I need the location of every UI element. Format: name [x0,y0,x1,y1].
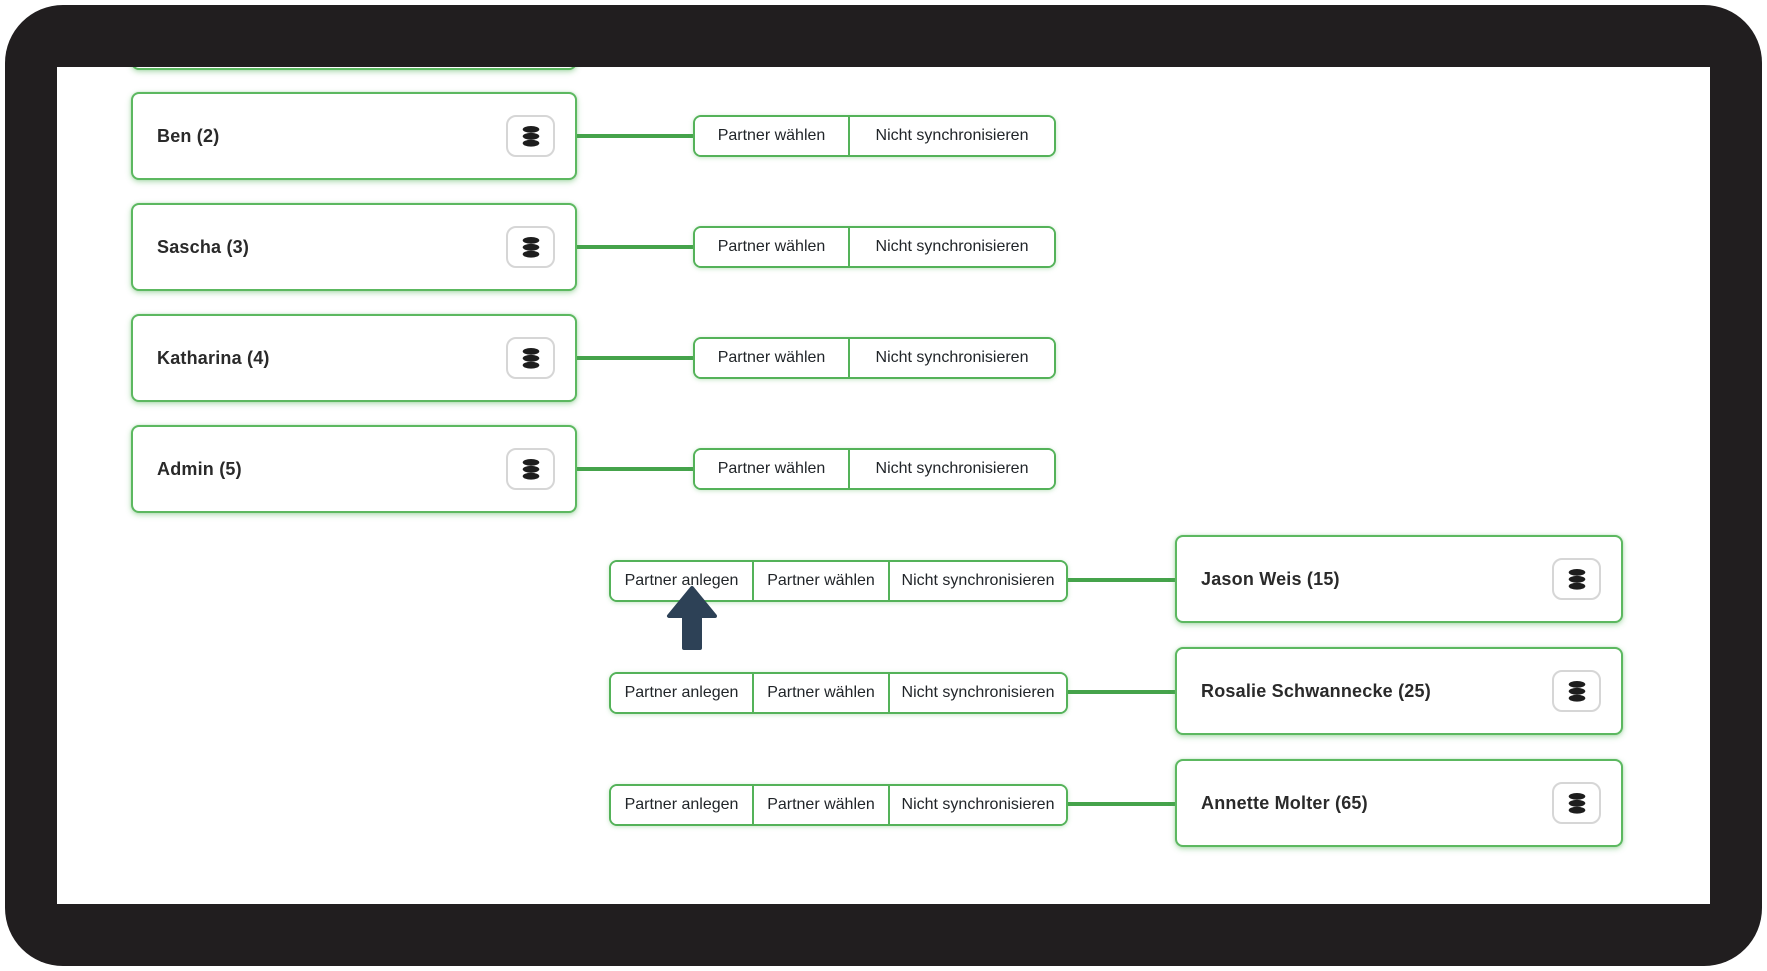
dont-sync-button[interactable]: Nicht synchronisieren [888,786,1066,824]
database-icon [1568,680,1585,702]
dont-sync-button[interactable]: Nicht synchronisieren [848,117,1054,155]
partner-action-group: Partner anlegen Partner wählen Nicht syn… [609,784,1068,826]
choose-partner-button[interactable]: Partner wählen [695,117,848,155]
user-card: Ben (2) [131,92,577,180]
user-card-partial [131,67,577,70]
connector-line [1068,690,1175,694]
partner-name: Jason Weis (15) [1201,568,1340,589]
arrow-up-icon [667,586,717,650]
partner-action-group: Partner anlegen Partner wählen Nicht syn… [609,560,1068,602]
user-name: Katharina (4) [157,347,270,368]
choose-partner-button[interactable]: Partner wählen [752,562,888,600]
database-icon [522,236,539,258]
database-button[interactable] [1552,558,1601,600]
create-partner-button[interactable]: Partner anlegen [611,786,752,824]
database-icon [522,347,539,369]
choose-partner-button[interactable]: Partner wählen [752,674,888,712]
partner-card: Rosalie Schwannecke (25) [1175,647,1623,735]
database-button[interactable] [1552,670,1601,712]
create-partner-button[interactable]: Partner anlegen [611,674,752,712]
choose-partner-button[interactable]: Partner wählen [695,339,848,377]
choose-partner-button[interactable]: Partner wählen [695,228,848,266]
user-card: Admin (5) [131,425,577,513]
dont-sync-button[interactable]: Nicht synchronisieren [848,228,1054,266]
dont-sync-button[interactable]: Nicht synchronisieren [848,450,1054,488]
choose-partner-button[interactable]: Partner wählen [752,786,888,824]
user-card: Katharina (4) [131,314,577,402]
dont-sync-button[interactable]: Nicht synchronisieren [888,562,1066,600]
partner-card: Annette Molter (65) [1175,759,1623,847]
database-icon [522,458,539,480]
database-icon [1568,792,1585,814]
database-button[interactable] [506,448,555,490]
connector-line [577,134,694,138]
sync-action-group: Partner wählen Nicht synchronisieren [693,115,1056,157]
partner-card: Jason Weis (15) [1175,535,1623,623]
user-name: Ben (2) [157,125,220,146]
connector-line [1068,578,1175,582]
dont-sync-button[interactable]: Nicht synchronisieren [848,339,1054,377]
connector-line [1068,802,1175,806]
dont-sync-button[interactable]: Nicht synchronisieren [888,674,1066,712]
user-card: Sascha (3) [131,203,577,291]
connector-line [577,467,694,471]
database-button[interactable] [506,337,555,379]
sync-action-group: Partner wählen Nicht synchronisieren [693,337,1056,379]
connector-line [577,245,694,249]
database-button[interactable] [506,115,555,157]
partner-name: Rosalie Schwannecke (25) [1201,680,1431,701]
create-partner-button[interactable]: Partner anlegen [611,562,752,600]
database-icon [522,125,539,147]
user-name: Sascha (3) [157,236,250,257]
user-name: Admin (5) [157,458,242,479]
partner-name: Annette Molter (65) [1201,792,1368,813]
sync-action-group: Partner wählen Nicht synchronisieren [693,226,1056,268]
database-button[interactable] [1552,782,1601,824]
partner-action-group: Partner anlegen Partner wählen Nicht syn… [609,672,1068,714]
choose-partner-button[interactable]: Partner wählen [695,450,848,488]
database-button[interactable] [506,226,555,268]
database-icon [1568,568,1585,590]
sync-mapping-canvas: Ben (2) Partner wählen Nicht synchronisi… [57,67,1710,904]
sync-action-group: Partner wählen Nicht synchronisieren [693,448,1056,490]
connector-line [577,356,694,360]
